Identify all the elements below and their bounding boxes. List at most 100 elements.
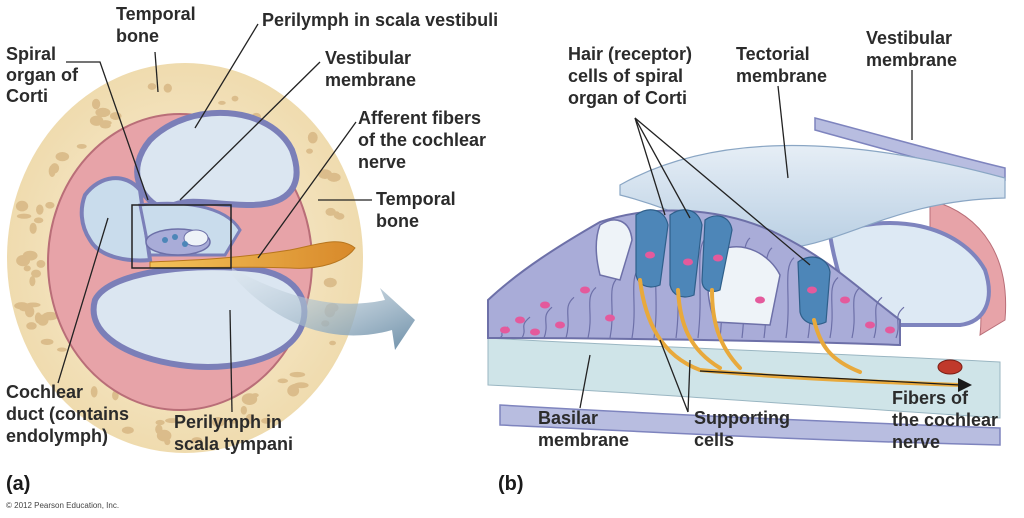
bone-pore	[15, 200, 29, 212]
bone-pore	[31, 269, 42, 278]
bone-pore	[36, 259, 46, 268]
cell-outline	[609, 277, 619, 339]
label-supporting-cells: Supporting cells	[694, 408, 795, 450]
cell-outline	[873, 296, 883, 339]
cell-nucleus	[865, 321, 875, 329]
cell-nucleus	[840, 296, 850, 304]
bone-pore	[95, 107, 111, 118]
cell-nucleus	[683, 258, 693, 266]
bone-pore	[76, 143, 87, 149]
panel-a-leaders	[57, 23, 372, 413]
label-cochlear-duct: Cochlear duct (contains endolymph)	[6, 382, 134, 446]
bone-pore	[98, 120, 112, 126]
panel-b-leaders	[579, 70, 913, 413]
panel-a-letter: (a)	[6, 473, 30, 495]
bone-pore	[287, 384, 300, 397]
cell-nucleus	[755, 296, 765, 304]
cell-outline	[697, 237, 707, 339]
bone-pore	[329, 340, 336, 346]
cell-nucleus	[580, 286, 590, 294]
label-fibers-nerve: Fibers of the cochlear nerve	[892, 388, 1003, 452]
cell-outline	[829, 277, 839, 339]
bone-pore	[90, 386, 98, 398]
bone-pore	[218, 100, 226, 105]
bone-pore	[165, 418, 179, 424]
bone-pores	[14, 83, 345, 446]
bone-pore	[323, 277, 337, 288]
label-spiral-organ: Spiral organ of Corti	[6, 44, 83, 106]
bone-pore	[251, 393, 259, 398]
bone-pore	[42, 311, 59, 321]
bone-pore	[29, 222, 37, 234]
labels: Temporal bone Spiral organ of Corti Peri…	[6, 4, 1003, 510]
label-temporal-bone-right: Temporal bone	[376, 189, 461, 231]
bone-pore	[121, 426, 134, 434]
label-basilar-membrane: Basilar membrane	[538, 408, 629, 450]
bone-pore	[245, 413, 254, 424]
bone-pore	[147, 83, 157, 90]
bone-pore	[191, 437, 203, 444]
label-afferent-fibers: Afferent fibers of the cochlear nerve	[358, 108, 491, 172]
bone-pore	[22, 250, 38, 261]
bone-pore	[56, 347, 67, 352]
zoom-arrow	[232, 268, 415, 350]
bone-pore	[36, 204, 44, 215]
cell-nuclei	[500, 251, 895, 336]
cell-nucleus	[500, 326, 510, 334]
bone-pore	[240, 405, 247, 415]
cell-outline	[521, 316, 531, 339]
bone-pore	[228, 419, 239, 424]
label-tectorial-membrane: Tectorial membrane	[736, 44, 827, 86]
scala-tympani	[90, 264, 308, 370]
bone-pore	[40, 338, 54, 346]
panel-a-illustration	[7, 63, 415, 453]
cochlear-duct	[79, 176, 153, 263]
cell-outline	[543, 306, 553, 339]
cell-nucleus	[515, 316, 525, 324]
cell-nucleus	[807, 286, 817, 294]
cell-nucleus	[555, 321, 565, 329]
bone-pore	[335, 213, 345, 220]
cell-nucleus	[645, 251, 655, 259]
bone-pore	[55, 152, 70, 162]
label-temporal-bone-top: Temporal bone	[116, 4, 201, 46]
inner-sulcus	[595, 219, 633, 281]
cell-outline	[895, 306, 905, 339]
bone-pore	[29, 276, 36, 287]
bone-pore	[307, 131, 318, 144]
bone-pore	[231, 95, 239, 102]
bone-pore	[45, 201, 55, 209]
nerve-arrowhead	[699, 370, 972, 392]
cell-outline	[851, 286, 861, 339]
cell-outline	[785, 257, 795, 339]
label-vestibular-membrane-a: Vestibular membrane	[325, 48, 416, 90]
bone-pore	[318, 169, 332, 179]
bone-pore	[91, 98, 101, 110]
bone-pore	[16, 213, 32, 219]
panel-b-letter: (b)	[498, 473, 524, 495]
bone-pore	[14, 302, 30, 310]
cochlear-nerve-a	[149, 241, 356, 269]
bone-pore	[325, 207, 336, 216]
bone-pore	[155, 419, 165, 426]
bone-pore	[261, 417, 272, 424]
panel-b-illustration	[487, 117, 1007, 446]
bone-pore	[306, 148, 313, 154]
cell-nucleus	[530, 328, 540, 336]
cell-outline	[565, 296, 575, 339]
bone-pore	[24, 305, 35, 318]
bone-pore	[277, 378, 289, 384]
cell-nucleus	[605, 314, 615, 322]
bone-pore	[211, 416, 225, 427]
bone-pore	[48, 165, 56, 178]
cell-outline	[587, 286, 597, 339]
scala-vestibuli	[134, 109, 300, 214]
cell-nucleus	[713, 254, 723, 262]
cell-nucleus	[540, 301, 550, 309]
bone-pore	[289, 371, 306, 378]
bone-pore	[25, 302, 41, 308]
bottom-tissue	[499, 404, 1001, 446]
label-vestibular-membrane-b: Vestibular membrane	[866, 28, 957, 70]
zoom-box	[131, 204, 232, 269]
